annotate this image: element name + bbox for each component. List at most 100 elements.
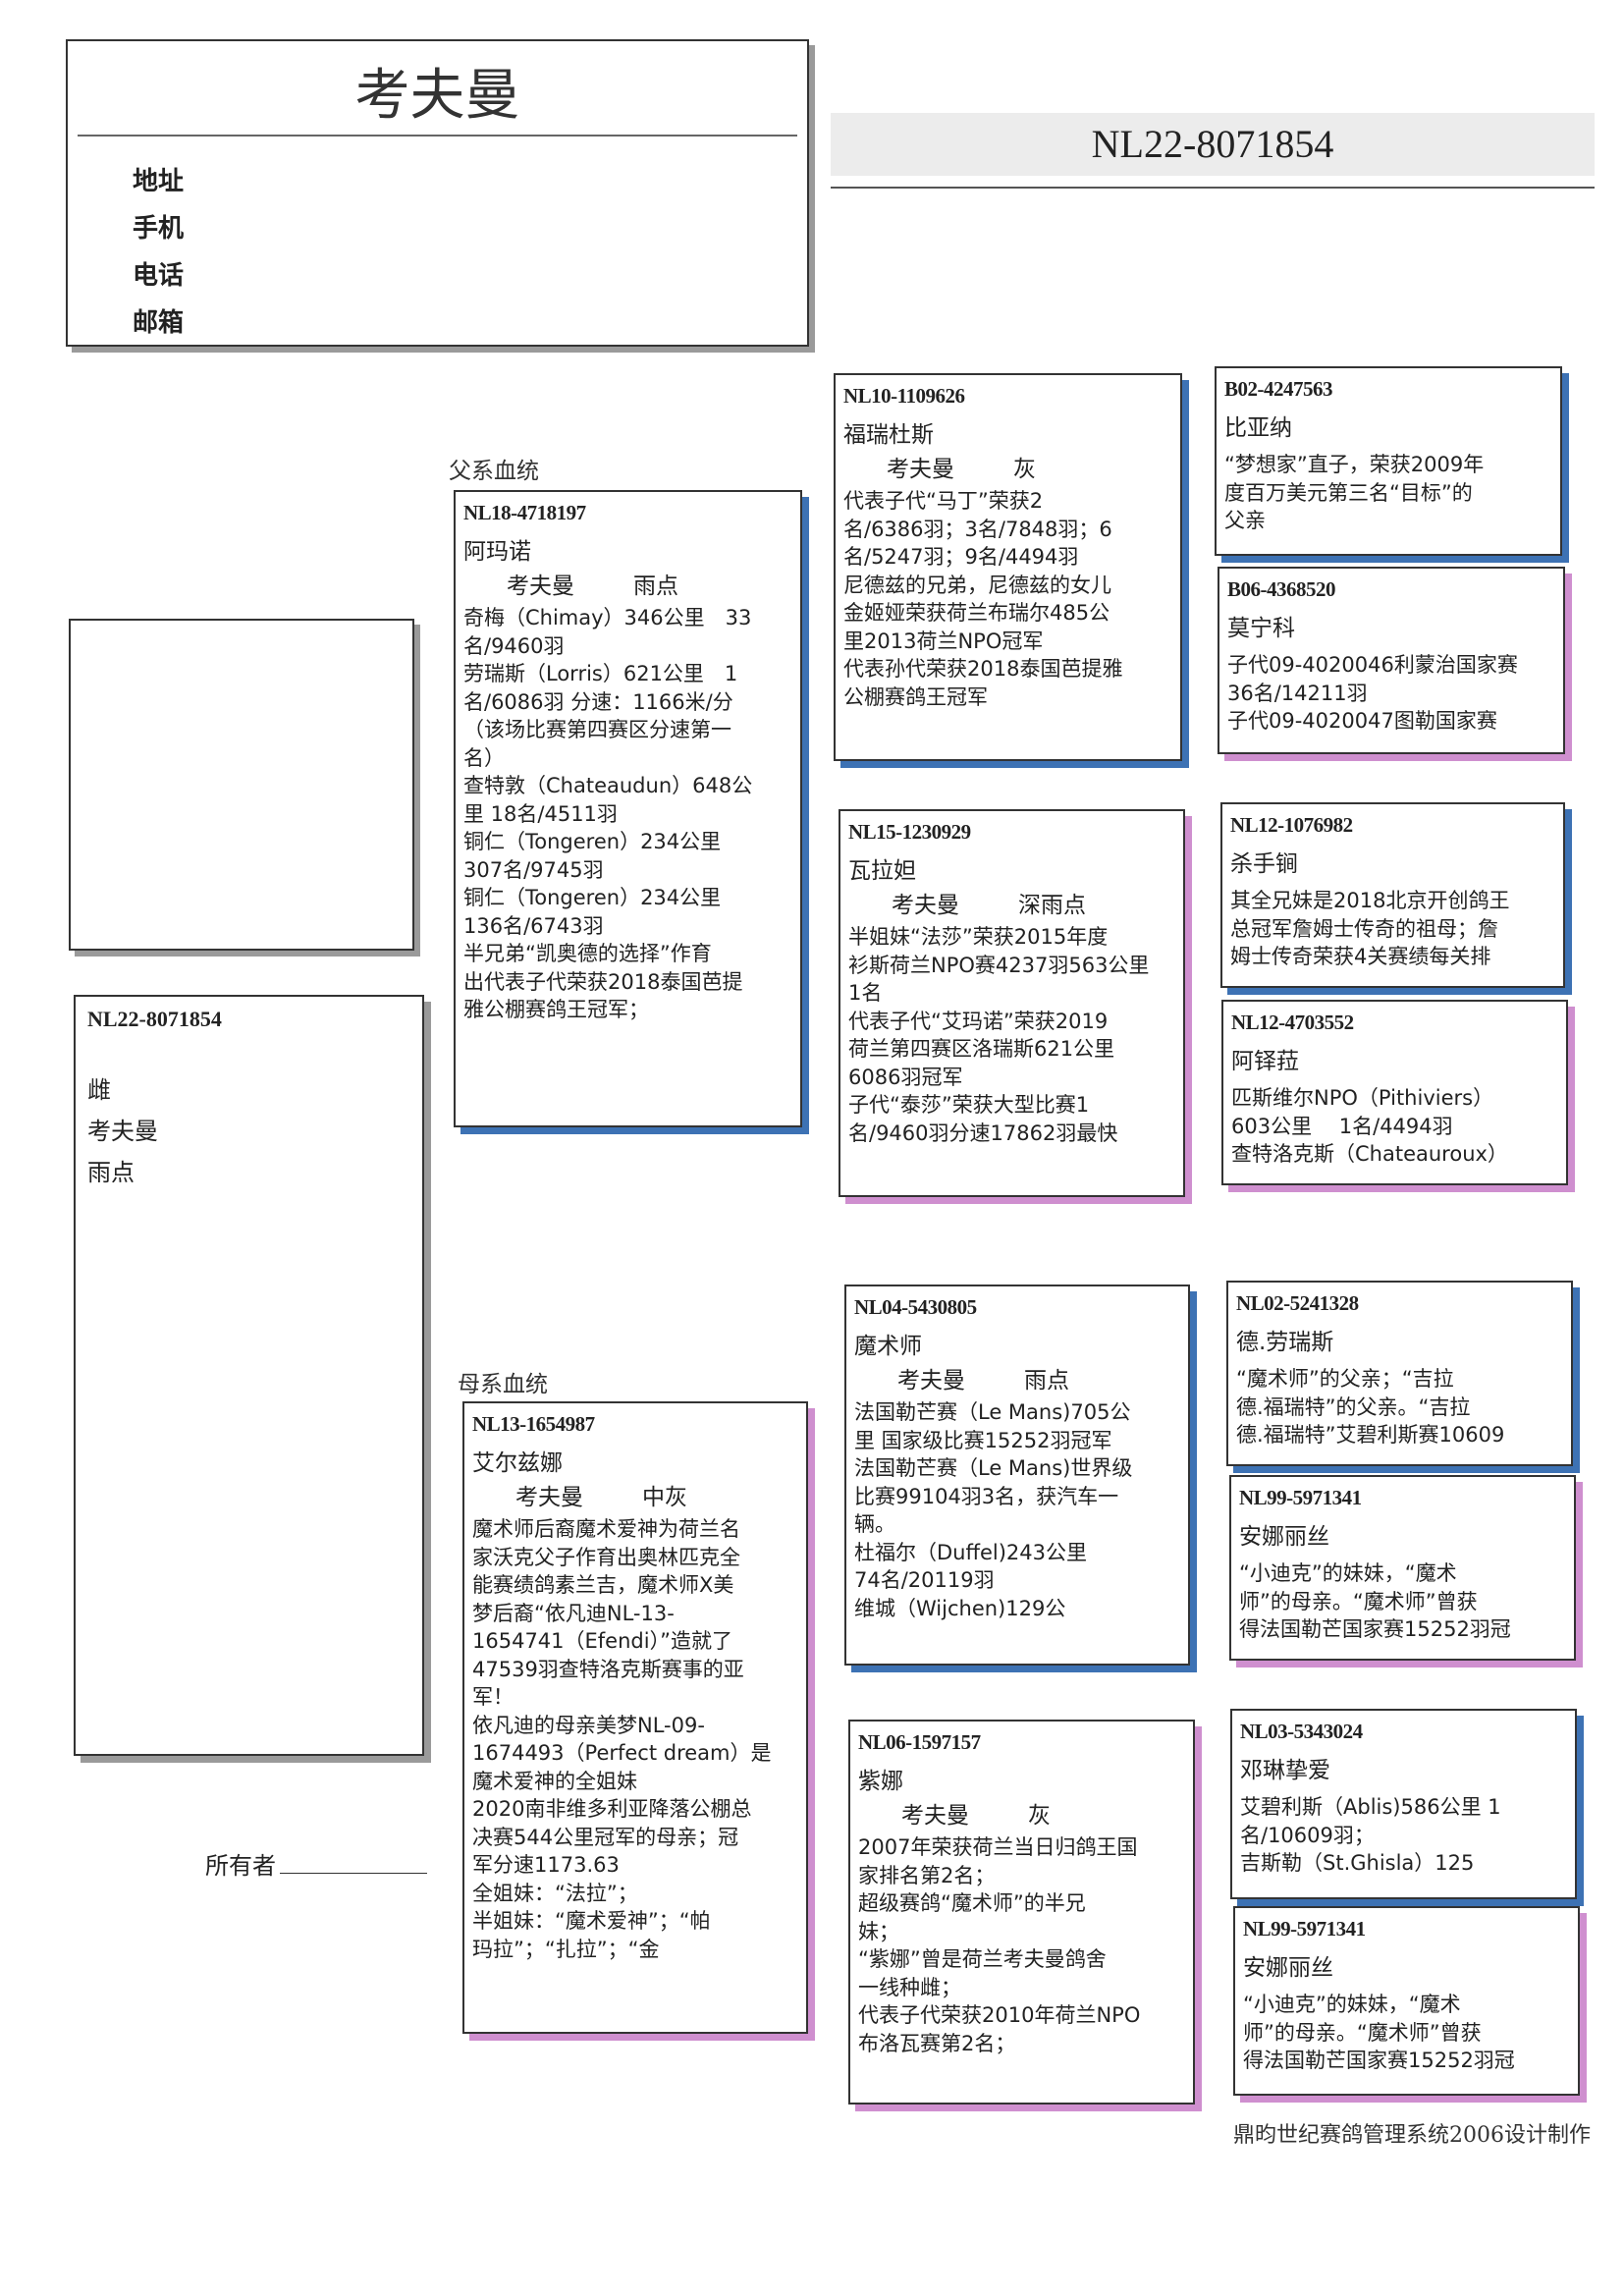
ring-number: NL13-1654987 [472, 1412, 595, 1436]
bird-name: 福瑞杜斯 [843, 422, 934, 448]
achievement-line: 子代09-4020046利蒙治国家赛 [1227, 653, 1518, 677]
achievement-line: 名/6386羽；3名/7848羽；6 [843, 517, 1112, 541]
breeder-name: 考夫曼 [354, 64, 520, 128]
achievement-line: 代表子代荣获2010年荷兰NPO [858, 2003, 1141, 2027]
achievement-line: 代表孙代荣获2018泰国芭提雅 [843, 657, 1123, 681]
strain-color-row: 考夫曼灰 [858, 1798, 1185, 1833]
mobile-label: 手机 [133, 214, 185, 244]
ring-number: NL10-1109626 [843, 384, 965, 408]
color: 深雨点 [1018, 893, 1086, 918]
color: 中灰 [642, 1485, 687, 1510]
breeder-header: 考夫曼 地址 手机 电话 邮箱 [66, 39, 809, 347]
achievement-line: 衫斯荷兰NPO赛4237羽563公里 [848, 953, 1150, 977]
achievement-line: 2007年荣获荷兰当日归鸽王国 [858, 1835, 1138, 1859]
achievement-line: 名/9460羽 [463, 633, 565, 658]
achievement-line: 匹斯维尔NPO（Pithiviers） [1231, 1086, 1494, 1110]
color: 灰 [1013, 457, 1036, 482]
achievement-line: 公棚赛鸽王冠军 [843, 684, 988, 709]
achievement-line: 里2013荷兰NPO冠军 [843, 629, 1044, 653]
achievement-line: 超级赛鸽“魔术师”的半兄 [858, 1891, 1086, 1915]
ring-number: NL06-1597157 [858, 1730, 981, 1754]
achievement-line: 艾碧利斯（Ablis)586公里 1 [1240, 1795, 1501, 1819]
achievement-line: 军分速1173.63 [472, 1853, 620, 1877]
achievement-line: 其全兄妹是2018北京开创鸽王 [1230, 889, 1510, 912]
achievement-line: 代表子代“艾玛诺”荣获2019 [848, 1009, 1109, 1033]
achievement-line: 里 18名/4511羽 [463, 801, 618, 826]
strain-color-row: 考夫曼 灰 [843, 452, 1172, 487]
achievement-line: 子代“泰莎”荣获大型比赛1 [848, 1093, 1090, 1117]
achievement-line: “梦想家”直子，荣获2009年 [1224, 453, 1485, 476]
strain: 考夫曼 [892, 893, 959, 918]
achievement-line: 比赛99104羽3名，获汽车一 [854, 1484, 1119, 1508]
bird-name: 安娜丽丝 [1239, 1524, 1329, 1550]
bird-name: 紫娜 [858, 1769, 903, 1794]
achievement-line: 2020南非维多利亚降落公棚总 [472, 1797, 752, 1821]
achievement-line: 铜仁（Tongeren）234公里 [463, 830, 722, 853]
achievement-line: 名/10609羽； [1240, 1823, 1375, 1847]
achievement-line: 里 国家级比赛15252羽冠军 [854, 1428, 1112, 1452]
achievement-line: 荷兰第四赛区洛瑞斯621公里 [848, 1037, 1115, 1061]
achievement-line: “魔术师”的父亲；“吉拉 [1236, 1367, 1454, 1391]
ring-number: B06-4368520 [1227, 577, 1336, 601]
achievement-line: 出代表子代荣获2018泰国芭提 [463, 969, 743, 994]
achievement-line: 妹； [858, 1919, 899, 1943]
achievement-line: 吉斯勒（St.Ghisla）125 [1240, 1851, 1475, 1875]
achievement-line: 子代09-4020047图勒国家赛 [1227, 709, 1497, 733]
strain: 考夫曼 [887, 457, 954, 482]
bird-name: 杀手锏 [1230, 851, 1298, 877]
achievement-line: 雅公棚赛鸽王冠军； [463, 998, 649, 1021]
achievement-line: 梦后裔“依凡迪NL-13- [472, 1601, 675, 1625]
owner-label: 所有者 [205, 1852, 276, 1880]
footer-credit: 鼎昀世纪赛鸽管理系统2006设计制作 [1233, 2123, 1591, 2148]
achievement-line: 军！ [472, 1685, 514, 1709]
achievement-line: 6086羽冠军 [848, 1065, 963, 1089]
subject-strain: 考夫曼 [87, 1118, 158, 1145]
achievement-line: 名/9460羽分速17862羽最快 [848, 1121, 1118, 1145]
ring-number: NL99-5971341 [1243, 1917, 1366, 1941]
achievement-line: 金姬娅荣获荷兰布瑞尔485公 [843, 601, 1110, 625]
achievement-line: 136名/6743羽 [463, 913, 604, 938]
strain-color-row: 考夫曼雨点 [854, 1363, 1180, 1398]
strain-color-row: 考夫曼 深雨点 [848, 888, 1175, 923]
email-label: 邮箱 [133, 308, 185, 338]
bird-name: 比亚纳 [1224, 415, 1292, 441]
ring-number: NL12-4703552 [1231, 1011, 1354, 1034]
bird-name: 阿铎菈 [1231, 1049, 1299, 1074]
color: 灰 [1028, 1803, 1051, 1829]
subject-ring: NL22-8071854 [87, 1007, 222, 1031]
achievement-line: 36名/14211羽 [1227, 681, 1368, 705]
achievement-line: 名/5247羽；9名/4494羽 [843, 545, 1079, 569]
owner-signature-line [280, 1853, 427, 1874]
achievement-line: 辆。 [854, 1512, 895, 1536]
achievement-line: 德.福瑞特”艾碧利斯赛10609 [1236, 1423, 1505, 1447]
achievement-line: 名/6086羽 分速：1166米/分 [463, 689, 733, 714]
achievement-line: 家排名第2名； [858, 1863, 996, 1887]
color: 雨点 [633, 574, 678, 599]
achievement-line: 法国勒芒赛（Le Mans)705公 [854, 1400, 1131, 1424]
color: 雨点 [1024, 1368, 1069, 1394]
dam-line-label: 母系血统 [458, 1372, 548, 1397]
achievement-line: 全姐妹：“法拉”； [472, 1881, 638, 1905]
achievement-line: “紫娜”曾是荷兰考夫曼鸽舍 [858, 1947, 1107, 1971]
achievement-line: 决赛544公里冠军的母亲；冠 [472, 1825, 739, 1849]
achievement-line: 玛拉”；“扎拉”；“金 [472, 1937, 660, 1961]
achievement-line: 师”的母亲。“魔术师”曾获 [1239, 1589, 1478, 1613]
ring-number: NL02-5241328 [1236, 1291, 1359, 1315]
achievement-line: 奇梅（Chimay）346公里 33 [463, 606, 752, 629]
ring-number: NL15-1230929 [848, 820, 971, 844]
phone-label: 电话 [133, 261, 185, 291]
achievement-line: 魔术师后裔魔术爱神为荷兰名 [472, 1517, 740, 1541]
achievement-line: 杜福尔（Duffel)243公里 [854, 1540, 1087, 1564]
bird-name: 邓琳挚爱 [1240, 1758, 1330, 1783]
achievement-line: 布洛瓦赛第2名； [858, 2031, 1016, 2055]
achievement-line: 307名/9745羽 [463, 857, 604, 882]
achievement-line: 能赛绩鸽素兰吉，魔术师X美 [472, 1573, 734, 1597]
bird-name: 魔术师 [854, 1334, 922, 1359]
